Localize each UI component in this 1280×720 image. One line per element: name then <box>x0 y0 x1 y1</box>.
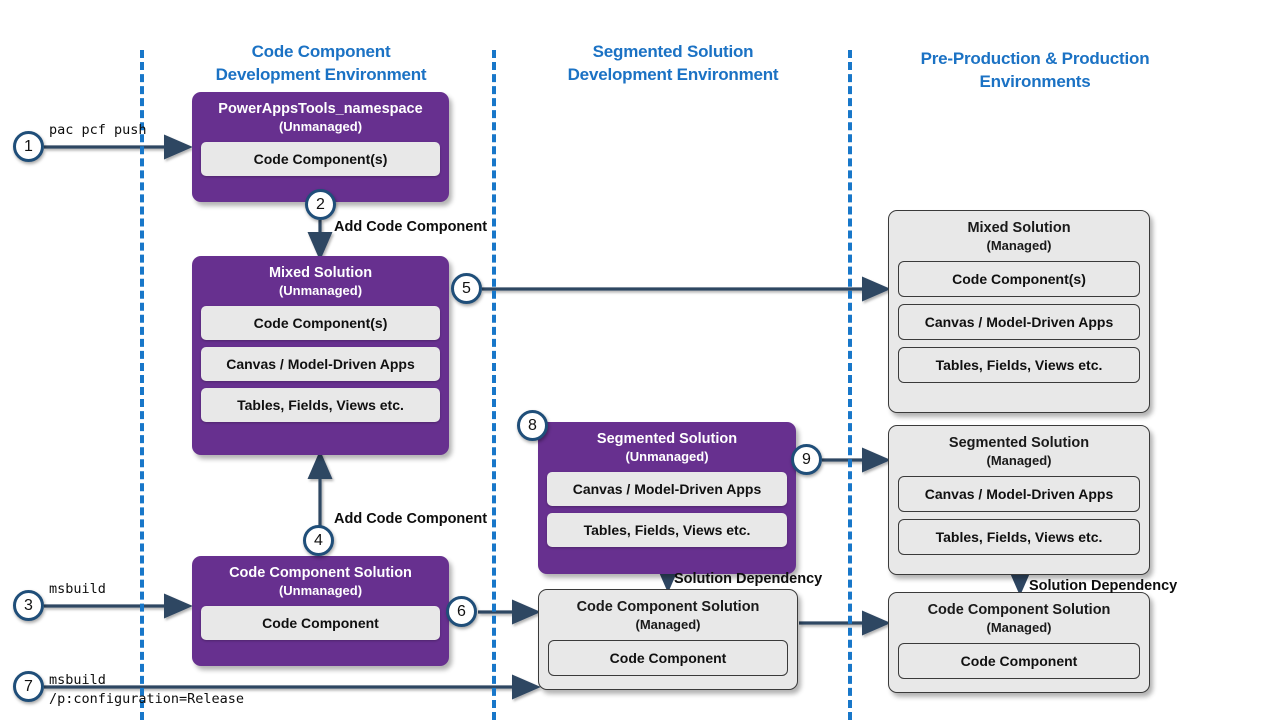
box-subtitle-text: (Unmanaged) <box>278 119 363 134</box>
chip-item[interactable]: Code Component(s) <box>201 142 440 176</box>
box-title: Code Component Solution (Managed) <box>539 590 797 633</box>
chip-item[interactable]: Code Component(s) <box>898 261 1140 297</box>
box-segmented-solution-unmanaged[interactable]: Segmented Solution (Unmanaged) Canvas / … <box>538 422 796 574</box>
column-header-line1: Pre-Production & Production <box>920 49 1150 68</box>
column-separator-2 <box>492 50 496 720</box>
box-title-text: Mixed Solution <box>967 220 1071 236</box>
box-subtitle-text: (Unmanaged) <box>625 449 709 464</box>
box-title: Segmented Solution (Managed) <box>889 426 1149 469</box>
label-add-code-component-top: Add Code Component <box>334 219 488 235</box>
chip-item[interactable]: Code Component <box>201 606 440 640</box>
label-msbuild: msbuild <box>49 581 106 597</box>
chip-item[interactable]: Code Component(s) <box>201 306 440 340</box>
box-title-text: Mixed Solution <box>268 265 373 281</box>
step-circle-9[interactable]: 9 <box>791 444 822 475</box>
box-subtitle-text: (Managed) <box>986 238 1052 253</box>
label-pac-pcf-push: pac pcf push <box>49 122 147 138</box>
step-circle-2[interactable]: 2 <box>305 189 336 220</box>
box-subtitle-text: (Unmanaged) <box>278 283 363 298</box>
chip-item[interactable]: Tables, Fields, Views etc. <box>201 388 440 422</box>
box-title: Mixed Solution (Managed) <box>889 211 1149 254</box>
step-circle-1[interactable]: 1 <box>13 131 44 162</box>
column-header-line1: Code Component <box>251 42 391 61</box>
step-circle-3[interactable]: 3 <box>13 590 44 621</box>
label-msbuild-release-line2: /p:configuration=Release <box>49 691 245 707</box>
box-mixed-solution-managed[interactable]: Mixed Solution (Managed) Code Component(… <box>888 210 1150 413</box>
box-title: Code Component Solution (Unmanaged) <box>192 556 449 599</box>
column-separator-1 <box>140 50 144 720</box>
label-solution-dependency-middle: Solution Dependency <box>674 571 823 587</box>
label-add-code-component-bottom: Add Code Component <box>334 511 488 527</box>
column-header-pre-production-production: Pre-Production & Production Environments <box>880 47 1190 93</box>
column-separator-3 <box>848 50 852 720</box>
box-title-text: Segmented Solution <box>596 431 738 447</box>
box-title: PowerAppsTools_namespace (Unmanaged) <box>192 92 449 135</box>
box-mixed-solution-unmanaged[interactable]: Mixed Solution (Unmanaged) Code Componen… <box>192 256 449 455</box>
column-header-line1: Segmented Solution <box>592 42 754 61</box>
chip-item[interactable]: Tables, Fields, Views etc. <box>898 519 1140 555</box>
box-title-text: Segmented Solution <box>948 435 1090 451</box>
box-subtitle-text: (Managed) <box>986 453 1052 468</box>
box-title-text: Code Component Solution <box>229 565 412 581</box>
column-header-segmented-solution-dev: Segmented Solution Development Environme… <box>530 40 816 86</box>
column-header-line2: Development Environment <box>215 65 427 84</box>
box-segmented-solution-managed[interactable]: Segmented Solution (Managed) Canvas / Mo… <box>888 425 1150 575</box>
chip-item[interactable]: Canvas / Model-Driven Apps <box>201 347 440 381</box>
box-title: Segmented Solution (Unmanaged) <box>538 422 796 465</box>
box-title-text: Code Component Solution <box>927 602 1111 618</box>
box-powerappstools-namespace[interactable]: PowerAppsTools_namespace (Unmanaged) Cod… <box>192 92 449 202</box>
step-circle-4[interactable]: 4 <box>303 525 334 556</box>
step-circle-8[interactable]: 8 <box>517 410 548 441</box>
column-header-line2: Development Environment <box>567 65 779 84</box>
label-msbuild-release-line1: msbuild <box>49 672 106 688</box>
chip-item[interactable]: Tables, Fields, Views etc. <box>898 347 1140 383</box>
step-circle-6[interactable]: 6 <box>446 596 477 627</box>
chip-item[interactable]: Canvas / Model-Driven Apps <box>898 476 1140 512</box>
chip-item[interactable]: Canvas / Model-Driven Apps <box>898 304 1140 340</box>
label-solution-dependency-right: Solution Dependency <box>1029 578 1178 594</box>
column-header-code-component-dev: Code Component Development Environment <box>178 40 464 86</box>
box-title-text: Code Component Solution <box>576 599 760 615</box>
chip-item[interactable]: Code Component <box>898 643 1140 679</box>
box-title-text: PowerAppsTools_namespace <box>218 101 423 117</box>
box-title: Code Component Solution (Managed) <box>889 593 1149 636</box>
box-subtitle-text: (Managed) <box>986 620 1052 635</box>
step-circle-5[interactable]: 5 <box>451 273 482 304</box>
chip-item[interactable]: Code Component <box>548 640 788 676</box>
step-circle-7[interactable]: 7 <box>13 671 44 702</box>
box-code-component-solution-managed-middle[interactable]: Code Component Solution (Managed) Code C… <box>538 589 798 690</box>
box-code-component-solution-unmanaged[interactable]: Code Component Solution (Unmanaged) Code… <box>192 556 449 666</box>
chip-item[interactable]: Tables, Fields, Views etc. <box>547 513 787 547</box>
box-subtitle-text: (Managed) <box>635 617 701 632</box>
box-title: Mixed Solution (Unmanaged) <box>192 256 449 299</box>
box-code-component-solution-managed-right[interactable]: Code Component Solution (Managed) Code C… <box>888 592 1150 693</box>
column-header-line2: Environments <box>979 72 1091 91</box>
box-subtitle-text: (Unmanaged) <box>278 583 363 598</box>
chip-item[interactable]: Canvas / Model-Driven Apps <box>547 472 787 506</box>
